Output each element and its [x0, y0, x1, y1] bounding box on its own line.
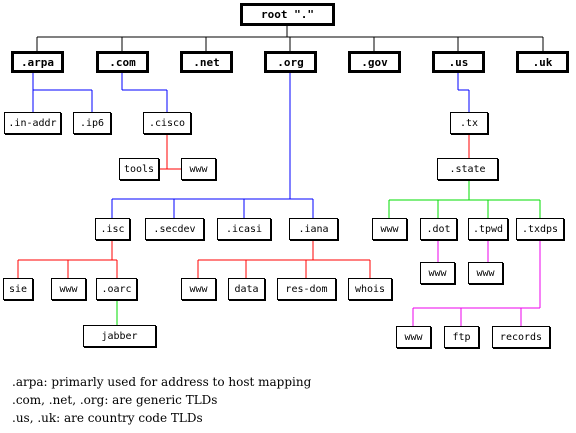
node-jabber: jabber — [83, 325, 156, 347]
node-cisco-www: www — [181, 158, 216, 180]
note-country-tlds: .us, .uk: are country code TLDs — [12, 411, 203, 425]
node-ip6: .ip6 — [73, 112, 111, 134]
tld-uk: .uk — [516, 51, 569, 73]
node-isc-www: www — [51, 278, 86, 300]
node-in-addr: .in-addr — [4, 112, 61, 134]
tld-us: .us — [432, 51, 485, 73]
node-tpwd-www: www — [468, 262, 503, 284]
node-txdps-www: www — [396, 326, 431, 348]
root-node: root "." — [240, 3, 335, 26]
note-generic-tlds: .com, .net, .org: are generic TLDs — [12, 393, 218, 407]
node-txdps: .txdps — [516, 218, 564, 240]
node-tpwd: .tpwd — [468, 218, 508, 240]
node-cisco: .cisco — [143, 112, 191, 134]
tld-org: .org — [264, 51, 317, 73]
node-iana: .iana — [289, 218, 338, 240]
node-secdev: .secdev — [145, 218, 204, 240]
node-data: data — [228, 278, 265, 300]
node-res-dom: res-dom — [277, 278, 336, 300]
node-tools: tools — [119, 158, 159, 180]
tld-com: .com — [96, 51, 149, 73]
node-iana-www: www — [181, 278, 216, 300]
node-sie: sie — [3, 278, 33, 300]
node-records: records — [492, 326, 550, 348]
tld-net: .net — [180, 51, 233, 73]
node-state-www: www — [372, 218, 407, 240]
node-oarc: .oarc — [96, 278, 137, 300]
node-dot-www: www — [420, 262, 455, 284]
node-icasi: .icasi — [217, 218, 271, 240]
node-tx: .tx — [450, 112, 488, 134]
node-isc: .isc — [95, 218, 130, 240]
node-dot: .dot — [420, 218, 457, 240]
node-state: .state — [437, 158, 498, 180]
tld-gov: .gov — [348, 51, 401, 73]
node-ftp: ftp — [444, 326, 479, 348]
tld-arpa: .arpa — [11, 51, 64, 73]
note-arpa: .arpa: primarly used for address to host… — [12, 375, 312, 389]
node-whois: whois — [348, 278, 392, 300]
